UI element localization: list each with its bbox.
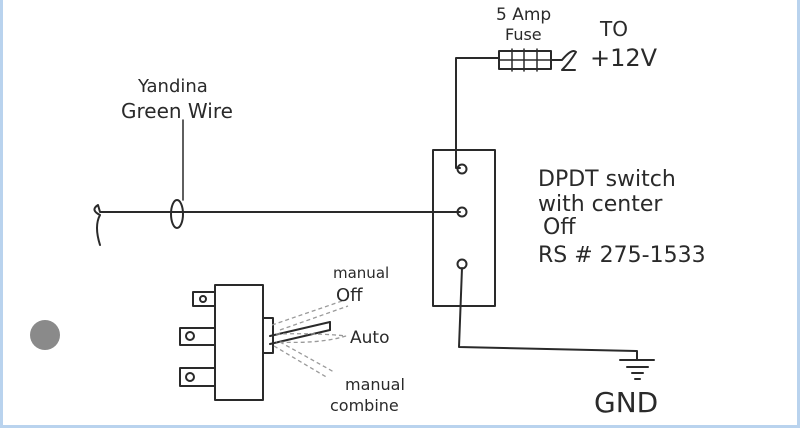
fuse-label: Fuse — [505, 25, 542, 44]
ground-symbol — [619, 359, 655, 380]
position-combine-line1: manual — [345, 375, 405, 394]
ground-label: GND — [594, 386, 658, 419]
position-auto-dash — [275, 333, 347, 344]
position-off-dash — [271, 299, 349, 331]
ground-wire — [458, 267, 638, 361]
part-number: RS # 275-1533 — [538, 243, 706, 268]
green-wire — [93, 204, 461, 246]
wire-label-line2: Green Wire — [121, 99, 233, 123]
power-label: +12V — [590, 44, 658, 72]
toggle-switch-side-view — [179, 284, 331, 401]
to-label: TO — [599, 17, 628, 41]
switch-desc-line2: with center — [538, 192, 663, 217]
punch-dot — [30, 320, 60, 350]
position-off-line2: Off — [336, 285, 363, 306]
position-combine-dash — [273, 341, 335, 379]
position-off-line1: manual — [333, 264, 389, 282]
power-wire — [455, 57, 500, 169]
position-auto: Auto — [350, 328, 389, 348]
fuse-amp-label: 5 Amp — [496, 5, 551, 25]
position-combine-line2: combine — [330, 396, 399, 415]
switch-body — [432, 149, 496, 307]
fuse — [498, 48, 577, 72]
switch-desc-line1: DPDT switch — [538, 167, 676, 192]
wire-label-line1: Yandina — [137, 76, 208, 97]
switch-desc-line3: Off — [543, 215, 576, 240]
switch-terminal-top — [456, 163, 468, 175]
wire-tap-loop — [170, 199, 184, 229]
